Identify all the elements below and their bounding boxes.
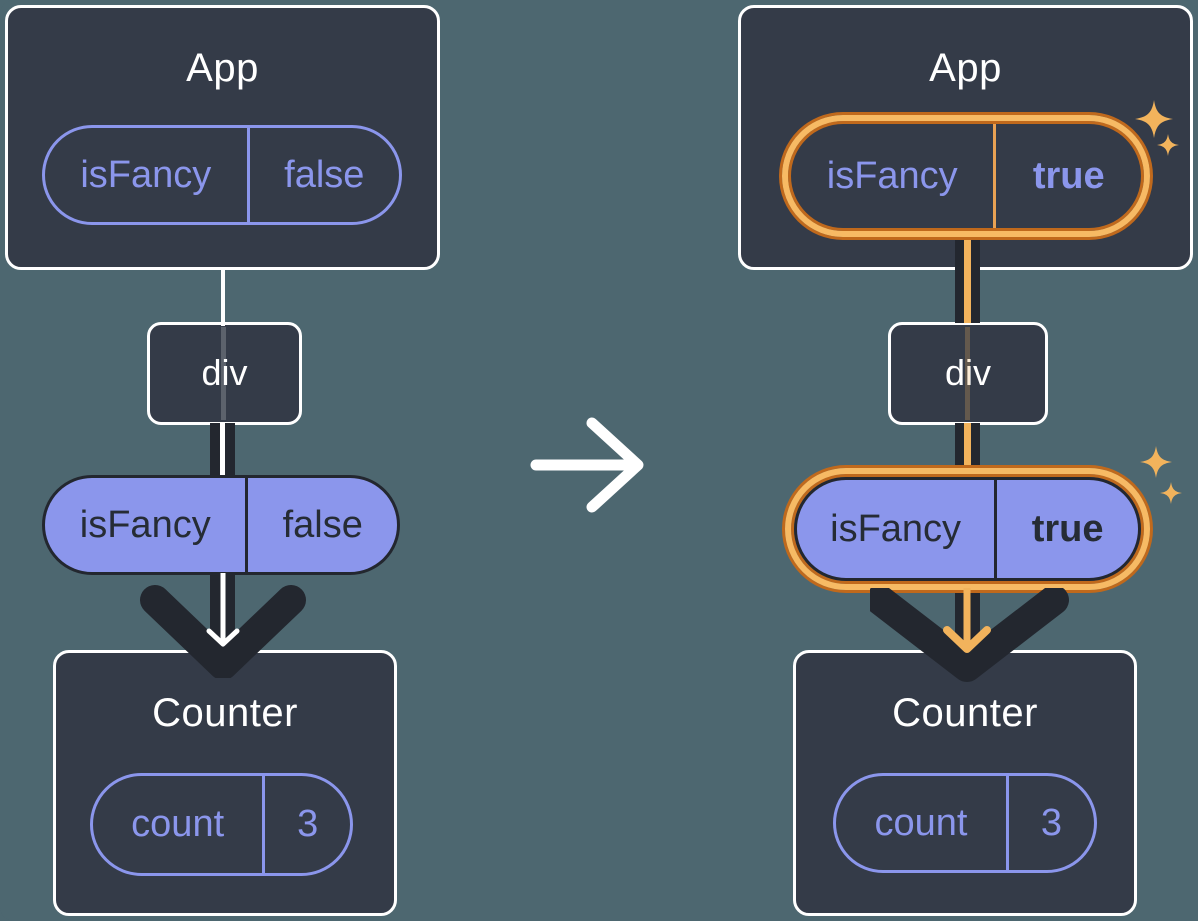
sparkle-icon: [1135, 100, 1173, 138]
sparkle-icon: [1160, 482, 1182, 504]
arrow-right-icon: [530, 417, 644, 513]
app-state-pill-before: isFancy false: [42, 125, 402, 225]
component-title: Counter: [152, 691, 298, 735]
state-name: count: [874, 801, 968, 844]
prop-value: false: [282, 503, 363, 546]
state-value: false: [284, 153, 365, 196]
prop-pipe-core: [220, 423, 225, 477]
prop-pipe: [210, 423, 235, 477]
component-title: App: [929, 46, 1002, 90]
flow-arrow-icon: [870, 588, 1069, 682]
state-name: isFancy: [826, 154, 958, 197]
div-label: div: [944, 352, 992, 393]
pill-divider: [246, 128, 250, 222]
state-value: 3: [297, 803, 319, 845]
state-name: isFancy: [80, 153, 212, 196]
connector-line: [221, 268, 225, 326]
pass-through-line: [221, 327, 226, 420]
pill-divider: [993, 124, 997, 228]
prop-pipe-core: [964, 423, 971, 470]
state-name: count: [131, 803, 225, 845]
state-value: true: [1032, 154, 1105, 197]
prop-pipe: [955, 423, 980, 470]
pill-divider: [262, 776, 266, 873]
counter-state-pill-after: count 3: [833, 773, 1097, 873]
sparkle-icon: [1157, 134, 1179, 156]
prop-pipe-core: [964, 235, 971, 323]
counter-state-pill-before: count 3: [90, 773, 353, 876]
pass-through-line: [965, 327, 970, 420]
app-state-pill-after-highlighted: isFancy true: [782, 115, 1150, 237]
pill-divider: [245, 478, 249, 572]
prop-pill-after-highlighted: isFancy true: [785, 468, 1150, 590]
state-value: 3: [1040, 801, 1063, 844]
sparkle-icon: [1140, 446, 1172, 478]
div-label: div: [201, 352, 248, 393]
div-node-before: div: [147, 322, 302, 425]
prop-name: isFancy: [830, 507, 962, 550]
div-node-after: div: [888, 322, 1048, 425]
flow-arrow-icon: [140, 573, 306, 678]
prop-name: isFancy: [79, 503, 211, 546]
component-title: App: [186, 46, 259, 90]
pill-divider: [994, 480, 998, 578]
prop-value: true: [1031, 507, 1104, 550]
prop-pipe: [955, 235, 980, 323]
pill-divider: [1006, 776, 1009, 870]
prop-pill-before: isFancy false: [42, 475, 400, 575]
component-title: Counter: [892, 691, 1038, 735]
